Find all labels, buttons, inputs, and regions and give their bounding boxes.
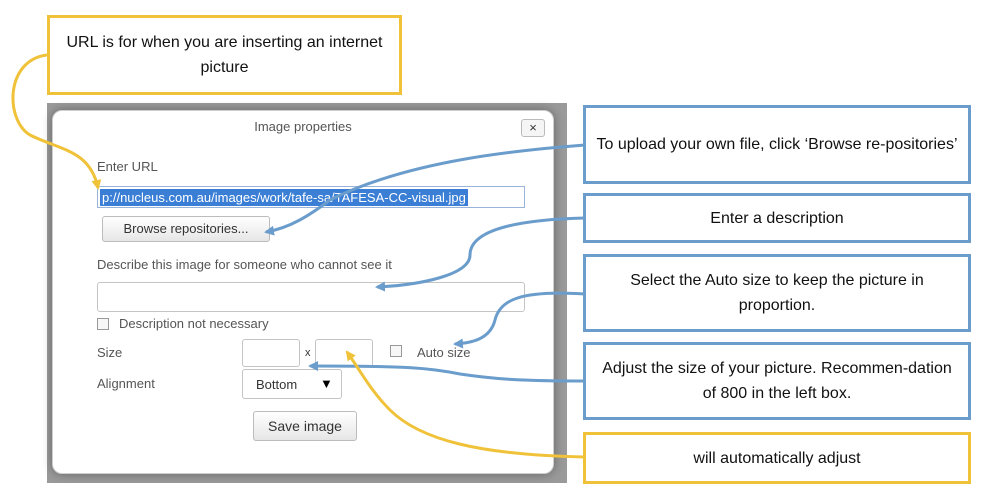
- close-icon: ×: [529, 120, 537, 135]
- arrow-auto-size: [453, 291, 586, 349]
- size-separator: x: [305, 347, 311, 359]
- width-input[interactable]: [242, 339, 300, 367]
- alignment-select[interactable]: Bottom ▼: [242, 369, 342, 399]
- arrow-browse: [264, 143, 586, 236]
- describe-label: Describe this image for someone who cann…: [97, 257, 392, 272]
- dialog-title: Image properties: [254, 119, 352, 134]
- auto-size-checkbox[interactable]: [390, 345, 402, 357]
- dropdown-arrow-icon: ▼: [320, 376, 333, 391]
- arrow-description: [375, 216, 586, 292]
- callout-description: Enter a description: [583, 193, 971, 243]
- callout-auto-size: Select the Auto size to keep the picture…: [583, 254, 971, 332]
- callout-url: URL is for when you are inserting an int…: [47, 15, 402, 95]
- callout-adjust-size: Adjust the size of your picture. Recomme…: [583, 342, 971, 420]
- alignment-label: Alignment: [97, 376, 155, 391]
- arrow-auto-adjust: [345, 350, 586, 459]
- height-input[interactable]: [315, 339, 373, 367]
- description-not-necessary-label: Description not necessary: [119, 316, 269, 331]
- description-input[interactable]: [97, 282, 525, 312]
- size-label: Size: [97, 345, 123, 360]
- close-button[interactable]: ×: [521, 119, 545, 137]
- arrow-url: [11, 53, 102, 190]
- auto-size-label: Auto size: [417, 345, 471, 360]
- save-image-button[interactable]: Save image: [253, 411, 357, 441]
- callout-browse: To upload your own file, click ‘Browse r…: [583, 105, 971, 184]
- description-not-necessary-checkbox[interactable]: [97, 318, 109, 330]
- callout-auto-adjust: will automatically adjust: [583, 432, 971, 484]
- url-value: p://nucleus.com.au/images/work/tafe-sa/T…: [100, 189, 468, 206]
- arrow-adjust-size: [308, 361, 586, 383]
- url-input[interactable]: p://nucleus.com.au/images/work/tafe-sa/T…: [97, 186, 525, 208]
- alignment-value: Bottom: [256, 377, 298, 392]
- browse-repositories-button[interactable]: Browse repositories...: [102, 216, 270, 242]
- image-properties-dialog: Image properties × Enter URL p://nucleus…: [52, 110, 554, 474]
- url-label: Enter URL: [97, 159, 158, 174]
